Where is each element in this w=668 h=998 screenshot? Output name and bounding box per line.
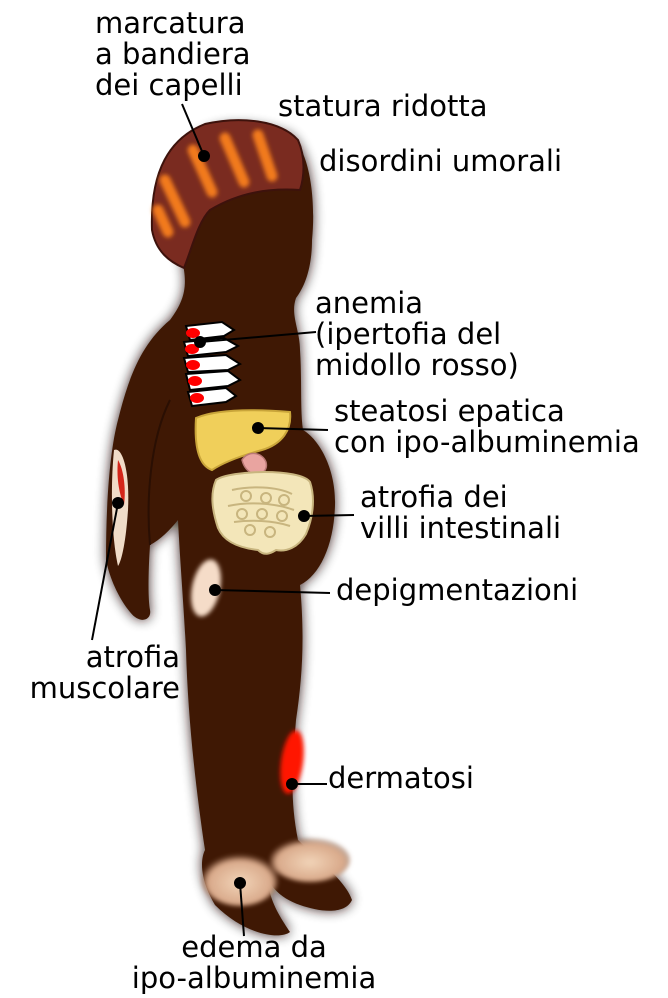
label-dermatosis: dermatosi [328, 763, 474, 794]
label-edema: edema da ipo-albuminemia [104, 932, 404, 994]
label-hair: marcatura a bandiera dei capelli [95, 8, 251, 101]
label-liver: steatosi epatica con ipo-albuminemia [334, 396, 640, 458]
label-intestine: atrofia dei villi intestinali [360, 482, 561, 544]
label-stature: statura ridotta [278, 91, 488, 122]
label-anemia: anemia (ipertofia del midollo rosso) [315, 288, 519, 381]
leader-intestine [304, 515, 354, 516]
label-humoral: disordini umorali [319, 146, 562, 177]
label-depigment: depigmentazioni [336, 575, 578, 606]
label-muscle: atrofia muscolare [20, 642, 180, 704]
